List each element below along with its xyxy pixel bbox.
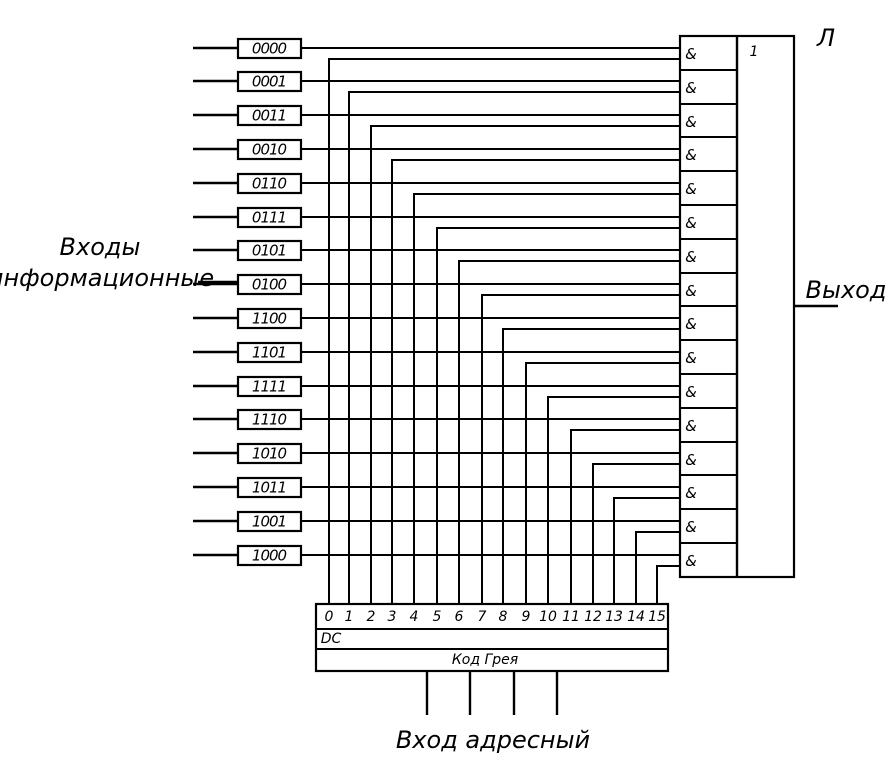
row: 0011 & (193, 103, 737, 131)
decoder-output-label: 10 (539, 609, 557, 625)
code-label: 1011 (252, 479, 286, 497)
decoder (314, 602, 670, 673)
row: 0101 & (193, 238, 737, 266)
code-label: 0001 (252, 73, 286, 91)
decoder-output-label: 13 (605, 609, 623, 625)
decoder-wire (502, 328, 680, 604)
code-label: 0100 (252, 276, 287, 294)
decoder-wire (525, 362, 680, 604)
decoder-output-label: 4 (410, 609, 419, 625)
code-label: 0101 (252, 242, 286, 260)
and-gate-label: & (685, 383, 697, 401)
decoder-output-label: 7 (478, 609, 487, 625)
address-label: Вход адресный (396, 726, 590, 754)
code-label: 1111 (252, 378, 286, 396)
decoder-body (314, 602, 670, 673)
code-label: 1001 (252, 513, 286, 531)
and-gate-label: & (685, 518, 697, 536)
and-gate-label: & (685, 248, 697, 266)
and-gate-label: & (685, 180, 697, 198)
gray-code-label: Код Грея (452, 652, 518, 668)
and-gate-label: & (685, 214, 697, 232)
row: 0100 & (193, 272, 737, 300)
decoder-output-label: 14 (627, 609, 645, 625)
row: 1000 & (193, 542, 737, 570)
decoder-wire (635, 531, 680, 604)
and-gate-label: & (685, 282, 697, 300)
code-label: 1000 (252, 547, 287, 565)
and-gate-label: & (685, 146, 697, 164)
and-gate-label: & (685, 417, 697, 435)
decoder-wire (570, 429, 680, 604)
row: 1100 & (193, 305, 737, 333)
or-gate-label: 1 (750, 44, 759, 60)
and-gate-label: & (685, 552, 697, 570)
row: 0010 & (193, 136, 737, 164)
row: 0001 & (193, 69, 737, 97)
decoder-output-label: 1 (345, 609, 354, 625)
row: 1111 & (193, 373, 737, 401)
and-gate-label: & (685, 45, 697, 63)
data-rows: 0000 & 0001 & 0011 & 0010 & 0110 & 0111 & 0101 & 0100 &… (193, 37, 737, 570)
code-label: 0111 (252, 209, 286, 227)
row: 1101 & (193, 339, 737, 367)
corner-label: Л (816, 24, 835, 52)
code-label: 1100 (252, 310, 287, 328)
row: 1001 & (193, 508, 737, 536)
decoder-wire (328, 58, 680, 604)
and-gate-label: & (685, 113, 697, 131)
and-gate-label: & (685, 315, 697, 333)
code-label: 1101 (252, 344, 286, 362)
and-gate-label: & (685, 79, 697, 97)
decoder-output-label: 11 (562, 609, 580, 625)
decoder-wire (348, 91, 680, 604)
row: 1010 & (193, 441, 737, 469)
decoder-wire (391, 159, 680, 604)
decoder-output-label: 0 (325, 609, 334, 625)
decoder-output-label: 15 (648, 609, 666, 625)
output-label: Выход (806, 276, 887, 304)
code-label: 1010 (252, 445, 287, 463)
decoder-wire (370, 125, 680, 604)
decoder-wire (592, 463, 680, 604)
and-gate-label: & (685, 349, 697, 367)
decoder-output-label: 8 (499, 609, 508, 625)
code-label: 0110 (252, 175, 287, 193)
and-gate-label: & (685, 451, 697, 469)
decoder-wire (436, 227, 680, 604)
code-label: 0011 (252, 107, 286, 125)
decoder-output-label: 2 (367, 609, 376, 625)
decoder-output-label: 5 (433, 609, 442, 625)
row: 0110 & (193, 170, 737, 198)
row: 0111 & (193, 204, 737, 232)
decoder-wire (656, 565, 680, 604)
decoder-wire (547, 396, 680, 604)
code-label: 0010 (252, 141, 287, 159)
code-label: 0000 (252, 40, 287, 58)
decoder-wire (613, 497, 680, 604)
row: 0000 & (193, 37, 697, 63)
row: 1011 & (193, 474, 737, 502)
code-label: 1110 (252, 411, 287, 429)
decoder-wire (481, 294, 680, 604)
decoder-dc-label: DC (321, 631, 342, 647)
decoder-wire (413, 193, 680, 604)
decoder-output-label: 3 (388, 609, 397, 625)
decoder-output-label: 12 (584, 609, 602, 625)
decoder-wire (458, 260, 680, 604)
decoder-output-label: 6 (455, 609, 464, 625)
row: 1110 & (193, 407, 737, 435)
decoder-output-label: 9 (522, 609, 531, 625)
inputs-label-line1: Входы (60, 233, 141, 261)
inputs-label-line2: информационные (0, 264, 214, 292)
and-gate-label: & (685, 484, 697, 502)
